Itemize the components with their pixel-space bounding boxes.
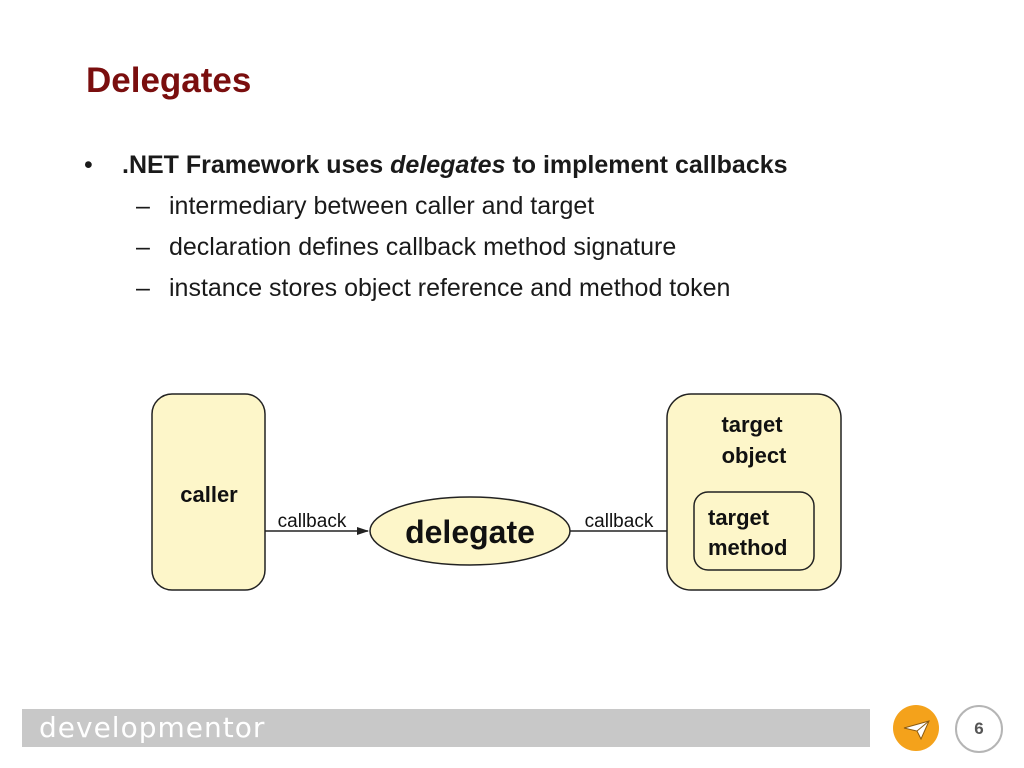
delegate-label: delegate — [405, 514, 535, 550]
footer-bar: developmentor — [22, 709, 870, 747]
bullet-main-prefix: .NET Framework uses — [122, 151, 391, 179]
bullet-main: • .NET Framework uses delegates to imple… — [84, 144, 984, 186]
caller-box — [151, 393, 266, 591]
target-object-label-line2: object — [722, 443, 787, 468]
right-callback-label: callback — [585, 511, 654, 532]
page-number: 6 — [955, 705, 1003, 753]
sub-bullet-marker: – — [136, 233, 150, 261]
paper-plane-icon — [893, 705, 939, 751]
left-callback-label: callback — [278, 511, 347, 532]
bullet-main-text: .NET Framework uses delegates to impleme… — [122, 144, 788, 186]
sub-bullet: – intermediary between caller and target — [84, 186, 984, 227]
sub-bullet-marker: – — [136, 274, 150, 302]
brand-logo-text: developmentor — [39, 711, 266, 744]
slide-title: Delegates — [86, 61, 252, 100]
sub-bullet-text: declaration defines callback method sign… — [169, 233, 677, 261]
bullet-main-suffix: to implement callbacks — [505, 151, 788, 179]
target-method-box — [693, 491, 815, 571]
bullet-marker: • — [84, 151, 93, 179]
sub-bullet-text: intermediary between caller and target — [169, 192, 595, 220]
target-method-label-line1: target — [708, 505, 770, 530]
caller-label: caller — [180, 482, 238, 507]
sub-bullet-marker: – — [136, 192, 150, 220]
sub-bullet: – declaration defines callback method si… — [84, 227, 984, 268]
target-method-label-line2: method — [708, 535, 787, 560]
bullet-main-emphasis: delegates — [390, 151, 506, 179]
target-object-label-line1: target — [721, 412, 783, 437]
sub-bullet: – instance stores object reference and m… — [84, 268, 984, 309]
sub-bullet-text: instance stores object reference and met… — [169, 274, 731, 302]
bullet-list: • .NET Framework uses delegates to imple… — [84, 144, 984, 309]
